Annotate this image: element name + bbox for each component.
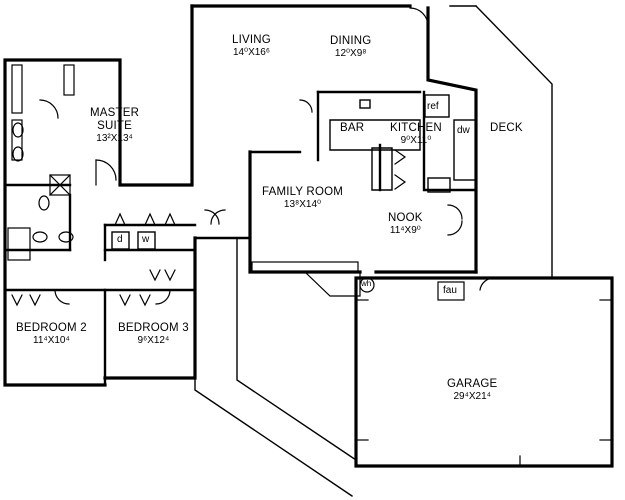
room-bedroom3-dim: 9⁶X12⁴ [137, 335, 170, 347]
kitchen-counters [329, 94, 477, 193]
room-bedroom2-dim: 11⁴X10⁴ [33, 335, 70, 347]
master-closets [11, 64, 75, 161]
interior-walls [3, 90, 478, 387]
room-family-dim: 13⁸X14⁰ [283, 199, 322, 211]
bifold-doors [11, 149, 407, 307]
room-living-label: LIVING 14⁰X16⁶ [232, 34, 271, 59]
room-bar-name: BAR [340, 122, 365, 134]
room-living-name: LIVING [232, 34, 271, 46]
room-deck-label: DECK [490, 122, 523, 135]
water-heater-icon [359, 277, 375, 293]
laundry-boxes [111, 231, 156, 250]
room-deck-name: DECK [490, 122, 523, 134]
room-dining-name: DINING [330, 35, 372, 47]
room-garage-label: GARAGE 29⁴X21⁴ [447, 378, 497, 403]
room-kitchen-dim: 9⁰X11⁰ [400, 135, 432, 147]
fixture-washer-label: w [142, 234, 150, 245]
exterior-walls [3, 4, 614, 468]
room-living-dim: 14⁰X16⁶ [232, 47, 270, 59]
room-dining-dim: 12⁰X9⁸ [334, 48, 367, 60]
room-kitchen-name: KITCHEN [390, 122, 442, 134]
fixture-furnace-label: fau [443, 285, 457, 296]
room-nook-name: NOOK [388, 212, 423, 224]
room-bedroom3-name: BEDROOM 3 [118, 322, 189, 334]
room-nook-dim: 11⁴X9⁰ [389, 225, 421, 237]
fixture-water-heater-label: wh [361, 279, 372, 288]
room-bar-label: BAR [340, 122, 364, 135]
room-bedroom3-label: BEDROOM 3 9⁶X12⁴ [118, 322, 189, 347]
room-master-dim: 13²X13⁴ [96, 133, 133, 145]
garage-door-tracks [355, 299, 613, 467]
room-garage-name: GARAGE [447, 378, 498, 390]
deck-outline [449, 5, 553, 279]
fixture-dw-label: dw [457, 125, 470, 136]
room-master-label: MASTER SUITE 13²X13⁴ [90, 107, 139, 145]
entry-walkway [194, 237, 357, 497]
fixture-dryer-label: d [117, 234, 123, 245]
furnace-icon [437, 281, 465, 301]
bathroom-fixtures [7, 122, 74, 261]
room-master-name: MASTER [90, 107, 140, 119]
room-bedroom2-label: BEDROOM 2 11⁴X10⁴ [16, 322, 87, 347]
room-family-label: FAMILY ROOM 13⁸X14⁰ [262, 186, 343, 211]
room-bedroom2-name: BEDROOM 2 [16, 322, 87, 334]
room-kitchen-label: KITCHEN 9⁰X11⁰ [390, 122, 442, 147]
hearth [251, 261, 361, 297]
room-master-name2: SUITE [97, 120, 132, 133]
room-garage-dim: 29⁴X21⁴ [453, 391, 491, 403]
room-dining-label: DINING 12⁰X9⁸ [330, 35, 371, 60]
door-swings [39, 7, 495, 305]
fixture-ref-label: ref [427, 101, 439, 112]
room-family-name: FAMILY ROOM [262, 186, 344, 198]
room-nook-label: NOOK 11⁴X9⁰ [388, 212, 423, 237]
